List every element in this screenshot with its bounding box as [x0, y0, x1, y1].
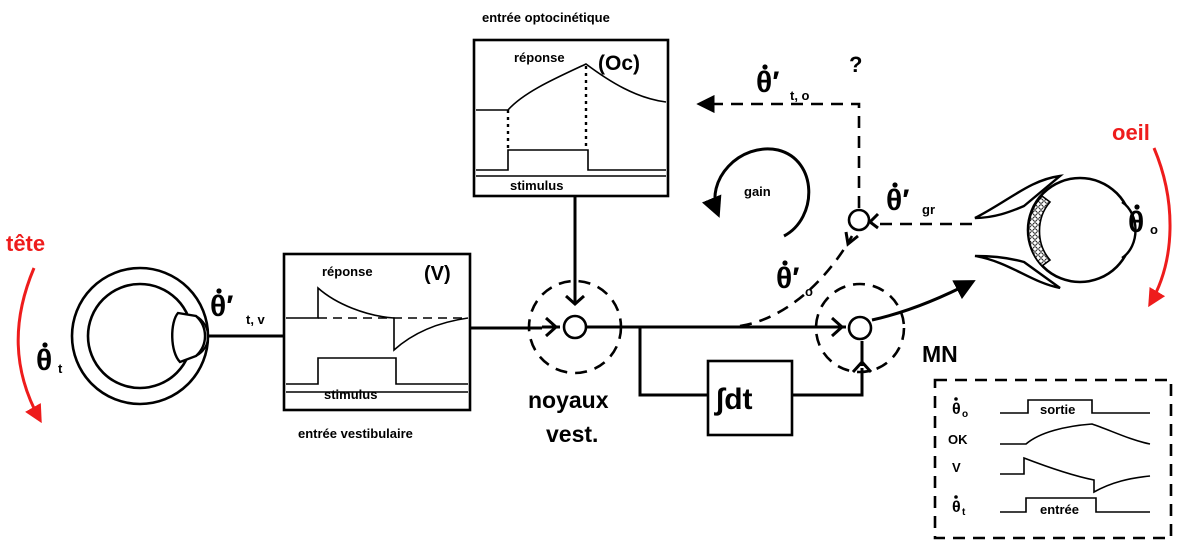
legend-box: θ o sortie OK V θ t entrée	[933, 378, 1173, 540]
vestibular-stimulus-label: stimulus	[324, 387, 377, 402]
mn-label: MN	[922, 341, 958, 367]
optokinetic-box-title: entrée optocinétique	[482, 10, 610, 25]
optokinetic-tag: (Oc)	[598, 52, 640, 75]
vestibular-response-label: réponse	[322, 264, 373, 279]
legend-row1-symbol: θ	[952, 401, 961, 418]
cornea	[1121, 201, 1137, 259]
gain-loop-arrow	[701, 147, 811, 238]
theta-to-dot	[762, 64, 768, 70]
theta-o-prime-symbol: θ′	[776, 262, 799, 295]
legend-row1-trace	[1000, 399, 1150, 414]
motoneuron: MN	[814, 282, 958, 374]
legend-row2-symbol: OK	[948, 432, 968, 447]
question-mark: ?	[849, 52, 862, 77]
vestibular-tag: (V)	[424, 263, 451, 285]
legend-row2-trace	[1000, 423, 1151, 445]
retinal-slip-feedback-path	[696, 94, 861, 208]
legend-row4-sub: t	[962, 507, 966, 518]
theta-o-prime-dot	[782, 260, 788, 266]
optokinetic-stimulus-step	[476, 149, 666, 171]
connector-to-integrator	[638, 327, 708, 397]
comparator-neuron	[844, 208, 880, 247]
legend-row4-symbol: θ	[952, 499, 961, 516]
legend-row3-trace	[1000, 456, 1151, 494]
optokinetic-input-box: entrée optocinétique réponse (Oc) stimul…	[472, 10, 670, 198]
mn-to-eye-arrow	[871, 280, 976, 322]
oeil-label: oeil	[1112, 120, 1150, 145]
theta-gr-dot	[892, 182, 898, 188]
theta-tv-symbol: θ′	[210, 290, 233, 323]
legend-row4-trace	[1000, 497, 1150, 513]
vestibular-nuclei: noyaux vest.	[527, 265, 623, 447]
legend-row1-text: sortie	[1040, 402, 1075, 417]
optokinetic-stimulus-label: stimulus	[510, 178, 563, 193]
gain-label: gain	[744, 184, 771, 199]
theta-to-subscript: t, o	[790, 88, 810, 103]
eye-rotation-arrow	[1148, 147, 1172, 308]
vestibular-input-box: réponse (V) stimulus entrée vestibulaire	[282, 252, 472, 441]
theta-gr-subscript: gr	[922, 202, 935, 217]
theta-o-prime-subscript: o	[805, 284, 813, 299]
head-rotation-arrow	[16, 267, 42, 424]
theta-t-symbol: θ	[36, 344, 52, 377]
legend-row3-symbol: V	[952, 460, 961, 475]
head-group: tête θ t	[6, 231, 210, 424]
optokinetic-response-curve	[476, 63, 667, 111]
theta-o-subscript: o	[1150, 222, 1158, 237]
vestibular-box-title: entrée vestibulaire	[298, 426, 413, 441]
legend-row1-sub: o	[962, 409, 968, 420]
connector-integrator-mn	[792, 368, 864, 397]
retina	[1027, 194, 1052, 268]
eye-group: oeil θ o	[974, 120, 1172, 308]
integrator-label: ∫dt	[714, 383, 753, 416]
integrator-box: ∫dt	[706, 359, 794, 437]
vest-label: vest.	[546, 421, 598, 447]
eyeball	[1026, 176, 1134, 284]
theta-o-symbol: θ	[1128, 206, 1144, 239]
theta-o-dot	[1134, 204, 1140, 210]
theta-to-symbol: θ′	[756, 66, 779, 99]
legend-row4-text: entrée	[1040, 502, 1079, 517]
noyaux-label: noyaux	[528, 387, 609, 413]
tete-label: tête	[6, 231, 45, 256]
theta-gr-symbol: θ′	[886, 184, 909, 217]
theta-tv-dot	[216, 288, 222, 294]
optokinetic-response-label: réponse	[514, 50, 565, 65]
theta-tv-subscript: t, v	[246, 312, 266, 327]
theta-t-subscript: t	[58, 361, 63, 376]
theta-t-dot	[42, 342, 48, 348]
vestibular-stimulus-step	[286, 357, 468, 385]
